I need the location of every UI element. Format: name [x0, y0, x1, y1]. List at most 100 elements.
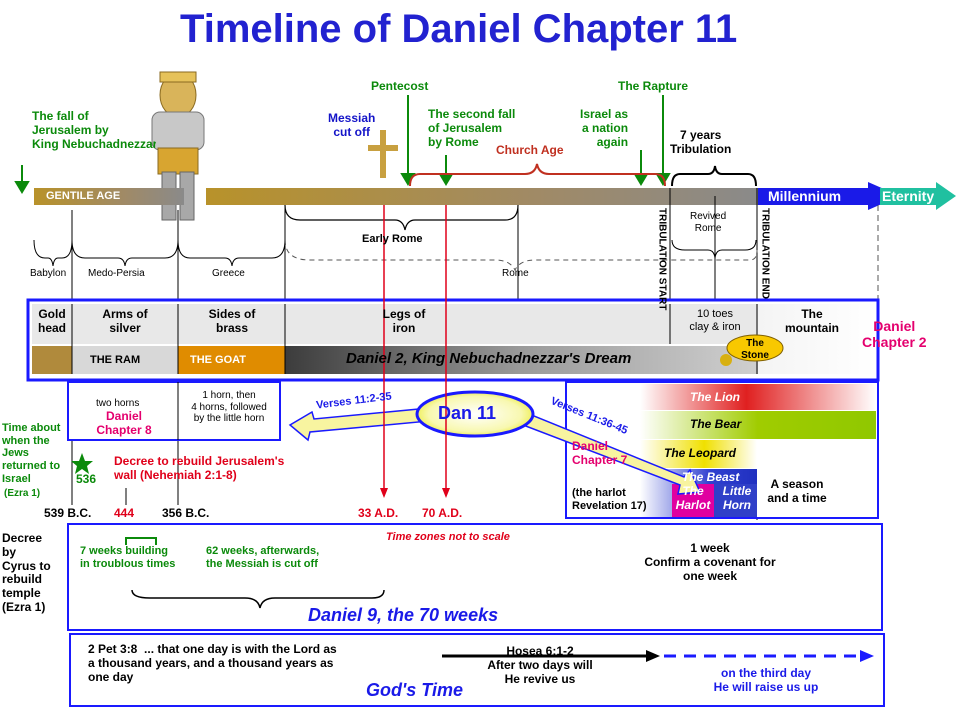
- verses-left-arrow: [288, 406, 441, 442]
- cross-icon: [368, 130, 398, 178]
- season-label: A season and a time: [767, 477, 827, 505]
- daniel2-parts: [32, 304, 758, 344]
- legs-label: Legs of iron: [382, 307, 426, 335]
- harlot-ref-label: (the harlot Revelation 17): [572, 487, 647, 512]
- dan11-label: Dan 11: [438, 403, 497, 423]
- one-horn-label: 1 horn, then 4 horns, followed by the li…: [191, 390, 267, 424]
- leopard-band: [640, 440, 757, 468]
- fall-jerusalem-label: The fall of Jerusalem by King Nebuchadne…: [32, 110, 156, 151]
- stone-dots: [720, 354, 732, 366]
- gentile-age-label: GENTILE AGE: [46, 190, 121, 202]
- millennium-arrow: [758, 182, 900, 210]
- two-horns-label: two horns: [96, 398, 140, 409]
- year-lines: [383, 205, 447, 492]
- jews-return-label: Time about when the Jews returned to Isr…: [2, 422, 61, 485]
- peter-label: 2 Pet 3:8 ... that one day is with the L…: [88, 642, 337, 684]
- star-icon: [71, 453, 93, 474]
- sixty-two-label: 62 weeks, afterwards, the Messiah is cut…: [206, 545, 320, 570]
- little-horn-label: Little Horn: [722, 484, 752, 512]
- daniel9-title: Daniel 9, the 70 weeks: [308, 605, 499, 625]
- timeline-bar: [206, 188, 758, 205]
- ram-band: [72, 346, 178, 374]
- eternity-label: Eternity: [882, 188, 935, 204]
- stone-icon: [726, 334, 784, 362]
- dream-band: [285, 346, 758, 374]
- year-arrowheads: [380, 488, 450, 498]
- daniel8-chapter-label: Daniel Chapter 8: [96, 409, 152, 437]
- revived-rome-brace: [671, 239, 757, 259]
- mountain-label: The mountain: [785, 307, 839, 335]
- israel-nation-label: Israel as a nation again: [580, 107, 629, 149]
- lion-band: [640, 384, 876, 410]
- one-week-label: 1 week Confirm a covenant for one week: [644, 541, 776, 583]
- pentecost-label: Pentecost: [371, 79, 429, 93]
- page-title: Timeline of Daniel Chapter 11: [180, 7, 738, 51]
- rebuild-label: Decree to rebuild Jerusalem's wall (Nehe…: [114, 454, 285, 482]
- daniel9-frame: [67, 523, 883, 631]
- y536-label: 536: [76, 472, 97, 486]
- cyrus-label: Decree by Cyrus to rebuild temple (Ezra …: [2, 531, 51, 614]
- stone-label: The Stone: [741, 338, 769, 361]
- eternity-arrow: [880, 182, 956, 210]
- daniel7-chapter-label: Daniel Chapter 7: [572, 439, 628, 467]
- verses-right-arrow: [509, 405, 702, 495]
- rapture-label: The Rapture: [618, 79, 689, 93]
- arms-label: Arms of silver: [102, 307, 148, 335]
- hosea-arrowhead: [646, 650, 660, 662]
- third-day-arrowhead: [860, 650, 874, 662]
- little-horn-box: [714, 484, 757, 517]
- millennium-label: Millennium: [768, 188, 842, 204]
- revived-rome-label: Revived Rome: [690, 211, 727, 234]
- decree-ticks: [71, 488, 179, 505]
- babylon-brace: [33, 239, 73, 267]
- y356-label: 356 B.C.: [162, 506, 210, 520]
- tribulation-brace: [671, 165, 757, 187]
- medo-persia-label: Medo-Persia: [88, 268, 145, 279]
- third-day-label: on the third day He will raise us up: [713, 666, 819, 694]
- goat-band: [178, 346, 285, 374]
- messiah-label: Messiah cut off: [328, 111, 376, 139]
- seven-weeks-label: 7 weeks building in troublous times: [80, 545, 176, 570]
- harlot-label: The Harlot: [675, 484, 711, 512]
- rome-label: Rome: [502, 268, 529, 279]
- babylon-label: Babylon: [30, 268, 67, 279]
- mountain-box: [758, 304, 876, 374]
- ezra1-label: (Ezra 1): [4, 488, 41, 499]
- goat-label: THE GOAT: [190, 354, 247, 366]
- rome-brace: [284, 239, 758, 272]
- church-age-label: Church Age: [496, 143, 564, 157]
- greece-brace: [177, 239, 286, 267]
- daniel8-frame: [67, 381, 281, 441]
- lion-label: The Lion: [690, 390, 740, 404]
- gods-time-frame: [69, 633, 885, 707]
- hosea-label: Hosea 6:1-2 After two days will He reviv…: [487, 644, 593, 686]
- second-fall-label: The second fall of Jerusalem by Rome: [428, 107, 516, 149]
- gold-band: [32, 346, 72, 374]
- y33-label: 33 A.D.: [358, 506, 399, 520]
- daniel2-chapter-label: Daniel Chapter 2: [862, 318, 927, 351]
- ram-label: THE RAM: [90, 354, 141, 366]
- y539-label: 539 B.C.: [44, 506, 92, 520]
- early-rome-label: Early Rome: [362, 233, 423, 245]
- early-rome-brace: [284, 204, 519, 231]
- gold-head-label: Gold head: [37, 307, 66, 335]
- seven-weeks-bracket: [125, 537, 157, 545]
- y444-label: 444: [114, 506, 135, 520]
- trib-start-label: TRIBULATION START: [656, 208, 668, 311]
- trib-end-label: TRIBULATION END: [759, 208, 771, 299]
- gentile-age-bar: [34, 188, 184, 205]
- medo-persia-brace: [71, 239, 179, 267]
- seven-years-label: 7 years Tribulation: [670, 128, 732, 156]
- not-scale-label: Time zones not to scale: [386, 531, 510, 543]
- greece-label: Greece: [212, 268, 245, 279]
- gods-time-title: God's Time: [366, 680, 463, 700]
- church-age-brace: [409, 163, 666, 187]
- leopard-label: The Leopard: [664, 446, 737, 460]
- y70-label: 70 A.D.: [422, 506, 463, 520]
- sixty-two-brace: [131, 589, 385, 609]
- statue-figure: [151, 71, 205, 221]
- bear-label: The Bear: [690, 417, 742, 431]
- toes-label: 10 toes clay & iron: [689, 308, 741, 333]
- sides-label: Sides of brass: [208, 307, 256, 335]
